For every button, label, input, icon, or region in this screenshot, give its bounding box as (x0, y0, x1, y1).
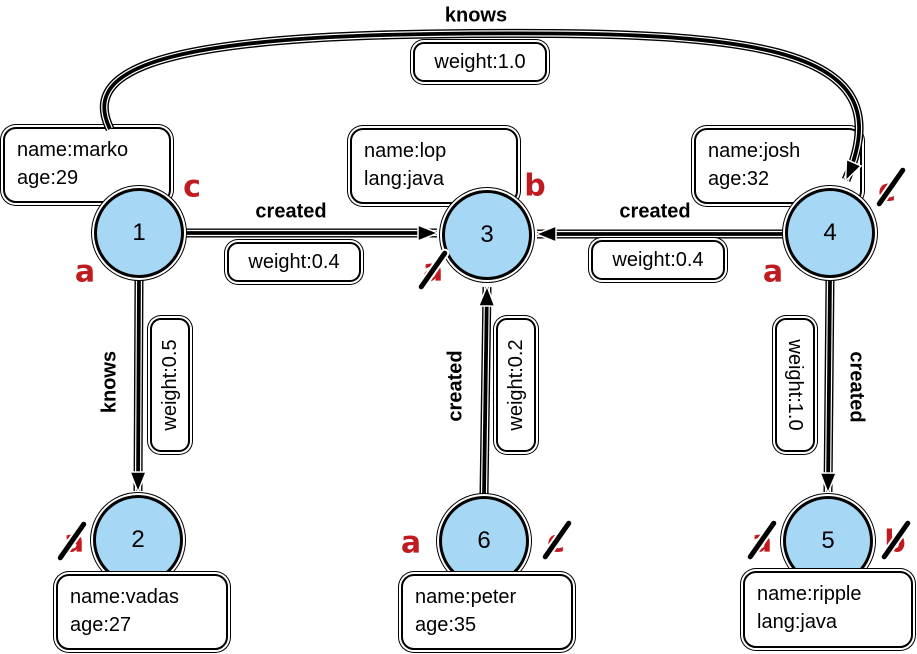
vertex-6-id: 6 (477, 527, 491, 554)
edge-knows-1-4-label: knows (444, 4, 508, 27)
vertex-1-properties: name:marko age:29 (3, 127, 171, 203)
vertex-4-id: 4 (823, 219, 837, 246)
property-line: name:peter (415, 586, 517, 608)
weight-badge-created-6-3: weight:0.2 (496, 318, 536, 452)
edge-created-4-5-label: created (845, 351, 868, 423)
edge-knows-1-2 (138, 278, 139, 491)
edge-knows-1-4 (99, 28, 864, 180)
property-line: name:lop (364, 140, 447, 162)
edge-created-1-3-label: created (255, 200, 327, 223)
edge-created-4-5 (828, 278, 830, 492)
vertex-4: 4 (785, 188, 875, 278)
edge-created-6-3 (484, 287, 487, 496)
vertex-5-properties: name:ripple lang:java (743, 571, 913, 648)
property-line: lang:java (364, 168, 445, 190)
marker-a-vertex-6: a (400, 525, 422, 561)
weight-badge-created-4-5: weight:1.0 (775, 318, 815, 452)
property-line: lang:java (757, 611, 838, 633)
vertex-6: 6 (439, 496, 529, 586)
vertex-3-properties: name:lop lang:java (350, 128, 518, 204)
property-line: name:marko (17, 139, 129, 161)
edge-created-4-3-label: created (619, 200, 691, 223)
weight-badge-created-4-3: weight:0.4 (591, 240, 725, 280)
vertex-2: 2 (93, 495, 183, 585)
marker-a-vertex-4: a (762, 254, 784, 290)
edge-knows-1-2-label: knows (98, 350, 121, 414)
vertex-5-id: 5 (821, 527, 835, 554)
marker-c-vertex-1: c (183, 169, 201, 205)
property-line: age:27 (70, 614, 132, 636)
vertex-6-properties: name:peter age:35 (401, 574, 573, 650)
vertex-2-properties: name:vadas age:27 (56, 574, 228, 650)
property-line: age:35 (415, 614, 477, 636)
weight-badge-knows-1-4: weight:1.0 (413, 42, 547, 82)
vertex-3-id: 3 (480, 221, 494, 248)
property-line: age:29 (17, 167, 79, 189)
weight-badge-knows-1-2: weight:0.5 (150, 318, 190, 452)
property-line: name:vadas (70, 586, 179, 608)
property-line: name:josh (708, 140, 801, 162)
weight-badge-created-1-3: weight:0.4 (227, 242, 361, 282)
edge-created-6-3-label: created (444, 350, 467, 422)
property-line: age:32 (708, 168, 770, 190)
marker-b-vertex-3: b (524, 168, 546, 204)
vertex-1: 1 (94, 188, 184, 278)
property-line: name:ripple (757, 583, 862, 605)
vertex-1-id: 1 (132, 219, 146, 246)
marker-a-vertex-1: a (74, 254, 96, 290)
vertex-2-id: 2 (131, 526, 145, 553)
vertex-3: 3 (442, 190, 532, 280)
